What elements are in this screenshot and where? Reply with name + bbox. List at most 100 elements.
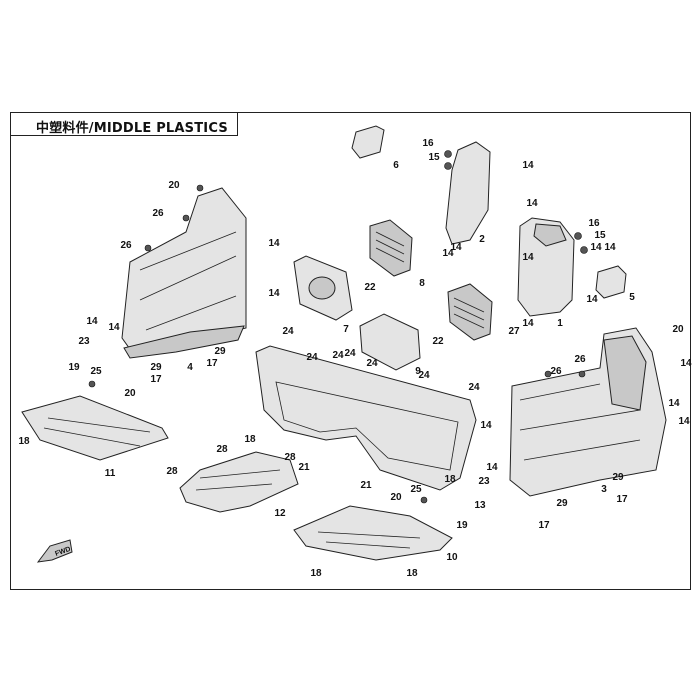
callout-6: 6	[393, 160, 399, 171]
callout-27: 27	[508, 326, 520, 337]
callout-20: 20	[168, 180, 180, 191]
callout-21: 21	[360, 480, 372, 491]
callout-14: 14	[522, 252, 534, 263]
fastener-15a	[444, 162, 452, 170]
fastener-20a	[196, 184, 204, 192]
callout-28: 28	[216, 444, 228, 455]
callout-18: 18	[244, 434, 256, 445]
fastener-26b	[144, 244, 152, 252]
callout-19: 19	[456, 520, 468, 531]
diagram-frame	[10, 112, 691, 590]
callout-29: 29	[214, 346, 226, 357]
part-27-vent-grille	[447, 283, 493, 341]
part-13-inner-outline	[275, 381, 459, 471]
part-12-tunnel-cover	[179, 451, 299, 513]
callout-16: 16	[422, 138, 434, 149]
part-5-cover	[595, 265, 627, 299]
callout-26: 26	[152, 208, 164, 219]
callout-20: 20	[124, 388, 136, 399]
callout-26: 26	[120, 240, 132, 251]
callout-17: 17	[538, 520, 550, 531]
part-1-top	[533, 223, 567, 247]
callout-4: 4	[187, 362, 193, 373]
callout-26: 26	[574, 354, 586, 365]
callout-29: 29	[150, 362, 162, 373]
callout-14: 14	[680, 358, 692, 369]
part-6-cover	[351, 125, 385, 159]
callout-23: 23	[478, 476, 490, 487]
callout-10: 10	[446, 552, 458, 563]
callout-14: 14	[522, 318, 534, 329]
callout-23: 23	[78, 336, 90, 347]
part-4-side-panel	[121, 187, 247, 353]
callout-28: 28	[284, 452, 296, 463]
part-3-side-panel	[509, 327, 667, 497]
callout-14: 14	[86, 316, 98, 327]
part-10-floor-plate	[293, 505, 453, 561]
callout-18: 18	[406, 568, 418, 579]
callout-14: 14	[590, 242, 602, 253]
callout-20: 20	[672, 324, 684, 335]
part-1-side-panel	[517, 217, 575, 317]
callout-25: 25	[90, 366, 102, 377]
callout-14: 14	[450, 242, 462, 253]
callout-16: 16	[588, 218, 600, 229]
part-27-louvers	[453, 297, 485, 329]
callout-24: 24	[282, 326, 294, 337]
callout-8: 8	[419, 278, 425, 289]
part-12-ribs	[195, 469, 281, 491]
callout-14: 14	[668, 398, 680, 409]
fastener-16a	[444, 150, 452, 158]
callout-15: 15	[594, 230, 606, 241]
callout-29: 29	[556, 498, 568, 509]
callout-14: 14	[526, 198, 538, 209]
callout-28: 28	[166, 466, 178, 477]
callout-18: 18	[310, 568, 322, 579]
callout-18: 18	[18, 436, 30, 447]
callout-17: 17	[150, 374, 162, 385]
fastener-25a	[88, 380, 96, 388]
callout-18: 18	[444, 474, 456, 485]
callout-9: 9	[415, 366, 421, 377]
part-4-ribs	[139, 231, 237, 331]
part-3-window	[603, 335, 647, 411]
part-9-cover	[359, 313, 421, 371]
callout-12: 12	[274, 508, 286, 519]
diagram-title: 中塑料件/MIDDLE PLASTICS	[36, 121, 228, 136]
callout-14: 14	[604, 242, 616, 253]
part-13-dash-panel	[255, 345, 477, 491]
callout-7: 7	[343, 324, 349, 335]
fwd-arrow	[36, 539, 73, 563]
callout-25: 25	[410, 484, 422, 495]
callout-3: 3	[601, 484, 607, 495]
callout-14: 14	[268, 238, 280, 249]
fastener-group	[88, 150, 588, 504]
callout-17: 17	[206, 358, 218, 369]
callout-17: 17	[616, 494, 628, 505]
part-4-base	[123, 325, 245, 359]
fastener-16b	[574, 232, 582, 240]
callout-15: 15	[428, 152, 440, 163]
callout-24: 24	[306, 352, 318, 363]
fastener-15b	[580, 246, 588, 254]
callout-29: 29	[612, 472, 624, 483]
callout-14: 14	[442, 248, 454, 259]
part-8-louvers	[375, 231, 405, 263]
callout-24: 24	[418, 370, 430, 381]
part-7-opening	[308, 276, 336, 300]
callout-20: 20	[390, 492, 402, 503]
part-3-ribs	[519, 383, 641, 461]
callout-5: 5	[629, 292, 635, 303]
callout-2: 2	[479, 234, 485, 245]
callout-14: 14	[480, 420, 492, 431]
callout-19: 19	[68, 362, 80, 373]
callout-24: 24	[344, 348, 356, 359]
callout-24: 24	[332, 350, 344, 361]
fastener-25b	[420, 496, 428, 504]
part-11-floor-plate	[21, 395, 169, 461]
callout-13: 13	[474, 500, 486, 511]
callout-1: 1	[557, 318, 563, 329]
part-10-ribs	[317, 531, 421, 549]
callout-14: 14	[108, 322, 120, 333]
